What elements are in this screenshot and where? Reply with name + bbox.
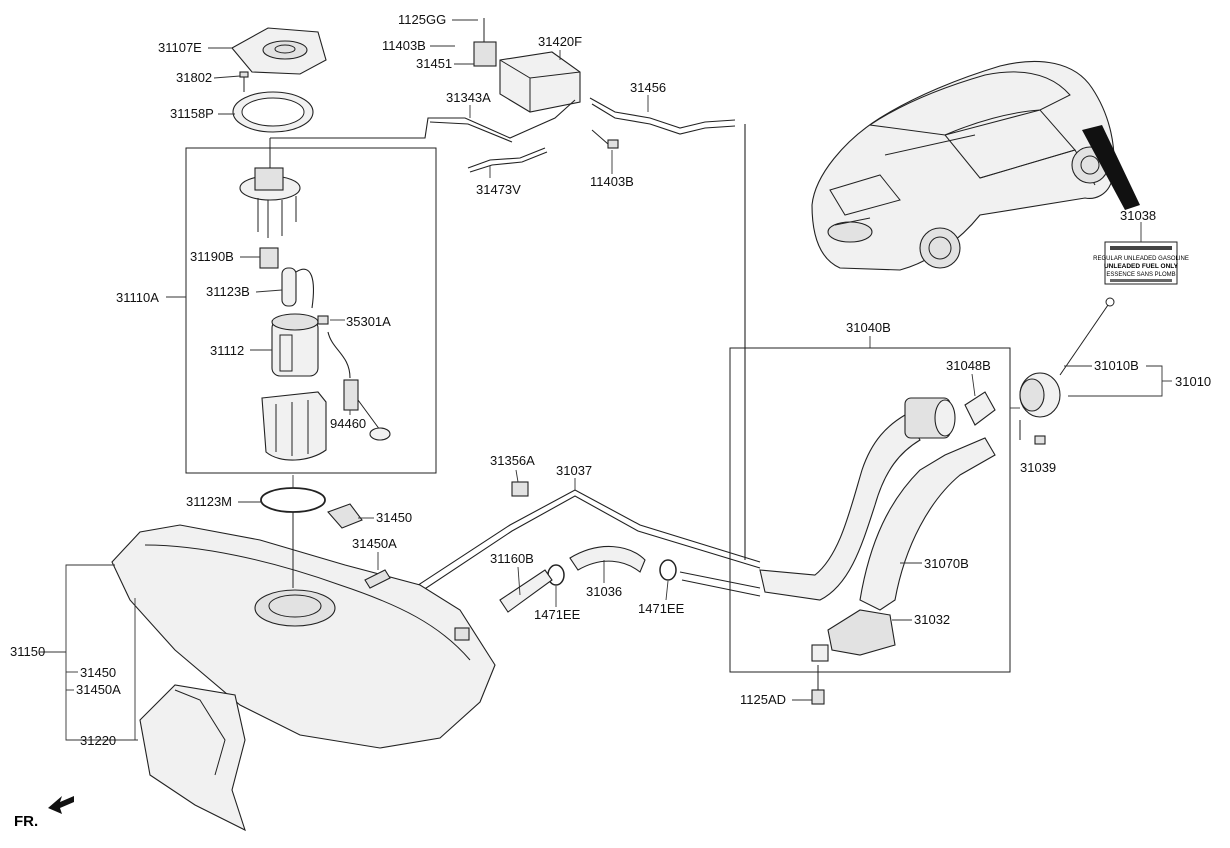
label-31036: 31036 <box>586 584 622 599</box>
label-31112: 31112 <box>210 343 244 358</box>
label-31110A: 31110A <box>116 290 159 305</box>
label-31040B: 31040B <box>846 320 891 335</box>
fill-hose-31036 <box>569 546 761 597</box>
pump-cover-cap <box>231 27 327 75</box>
label-31451: 31451 <box>416 56 452 71</box>
bolt-31802 <box>239 71 249 92</box>
filler-neck-31040B <box>759 397 956 601</box>
fuel-label-line1: REGULAR UNLEADED GASOLINE <box>1093 256 1189 262</box>
strap-31450 <box>327 503 363 529</box>
label-31038: 31038 <box>1120 208 1156 223</box>
fuel-label-line2: UNLEADED FUEL ONLY <box>1104 263 1179 270</box>
gasket-31048B <box>964 391 996 426</box>
oring-31123M <box>260 487 326 513</box>
label-31450A-top: 31450A <box>352 536 397 551</box>
label-11403B-mid: 11403B <box>590 174 634 189</box>
label-1125AD: 1125AD <box>740 692 786 707</box>
fuel-filter-31190B <box>259 247 279 269</box>
label-1471EE-left: 1471EE <box>534 607 581 622</box>
strap-31450A <box>364 569 391 589</box>
pump-filter-31123B <box>281 267 314 309</box>
label-31123M: 31123M <box>186 494 232 509</box>
label-31450A-bot: 31450A <box>76 682 121 697</box>
front-direction-arrow-icon <box>48 796 74 814</box>
label-31048B: 31048B <box>946 358 991 373</box>
bracket-31032 <box>811 609 896 662</box>
vent-tube-31070B <box>859 437 996 611</box>
vapor-hose-31473V <box>467 147 548 173</box>
label-31010: 31010 <box>1175 374 1211 389</box>
label-31037: 31037 <box>556 463 592 478</box>
canister-31420F <box>473 18 581 113</box>
label-31220: 31220 <box>80 733 116 748</box>
fuel-label-sticker: REGULAR UNLEADED GASOLINE UNLEADED FUEL … <box>1093 241 1189 285</box>
bolt-1125AD <box>811 665 825 705</box>
label-31123B: 31123B <box>206 284 250 299</box>
label-31802: 31802 <box>176 70 212 85</box>
heat-shield-31220 <box>139 684 246 832</box>
clip-31356A <box>511 481 529 497</box>
label-11403B-top: 11403B <box>382 38 426 53</box>
label-front-direction: FR. <box>14 813 38 830</box>
pump-reservoir <box>261 391 327 461</box>
vapor-hose-31343A <box>270 99 576 143</box>
label-31010B: 31010B <box>1094 358 1139 373</box>
label-31450-bot: 31450 <box>80 665 116 680</box>
clamp-1471EE-right <box>659 559 677 581</box>
label-31032: 31032 <box>914 612 950 627</box>
label-35301A: 35301A <box>346 314 391 329</box>
label-31420F: 31420F <box>538 34 582 49</box>
pump-flange <box>239 138 301 238</box>
label-31107E: 31107E <box>158 40 202 55</box>
label-94460: 94460 <box>330 416 366 431</box>
label-31150: 31150 <box>10 644 45 659</box>
callout-labels: 31107E 31802 31158P 1125GG 11403B 31451 … <box>10 12 1211 830</box>
label-31343A: 31343A <box>446 90 491 105</box>
label-31450-top: 31450 <box>376 510 412 525</box>
bolt-31039 <box>1019 420 1046 445</box>
label-31070B: 31070B <box>924 556 969 571</box>
label-31356A: 31356A <box>490 453 535 468</box>
fuel-tank-31150 <box>111 512 496 749</box>
label-31456: 31456 <box>630 80 666 95</box>
label-31158P: 31158P <box>170 106 214 121</box>
bolt-11403B-mid <box>591 129 619 149</box>
label-31160B: 31160B <box>490 551 534 566</box>
label-31039: 31039 <box>1020 460 1056 475</box>
fuel-pump-31112 <box>271 313 319 377</box>
label-31473V: 31473V <box>476 182 521 197</box>
clamp-1471EE-left <box>547 564 565 586</box>
group-bracket-31150 <box>40 564 138 741</box>
level-sensor-94460 <box>327 331 391 441</box>
label-1471EE-right: 1471EE <box>638 601 685 616</box>
pump-module-box <box>185 147 437 474</box>
vehicle-illustration <box>811 60 1140 271</box>
label-31190B: 31190B <box>190 249 234 264</box>
fuel-sender-35301A <box>317 315 329 325</box>
fuel-cap-31010 <box>1019 297 1115 418</box>
label-1125GG: 1125GG <box>398 12 446 27</box>
fuel-label-line3: ESSENCE SANS PLOMB <box>1106 272 1175 278</box>
hose-31160B <box>499 569 553 613</box>
retainer-ring <box>232 91 314 133</box>
vent-hose-31456 <box>589 97 746 560</box>
